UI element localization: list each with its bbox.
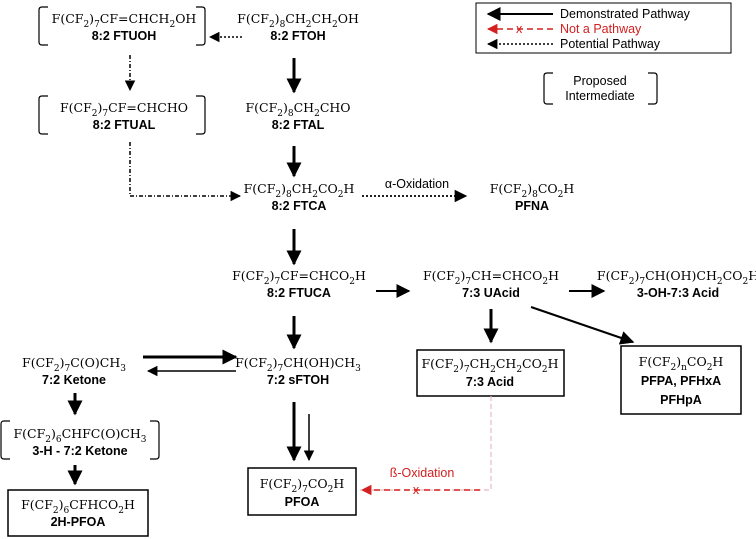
compound-ketone: F(CF2)7C(O)CH3 7:2 Ketone bbox=[22, 355, 126, 387]
pfca-box bbox=[620, 345, 742, 415]
arrow-ftual-to-ftca bbox=[129, 142, 242, 202]
intermediate-label: Intermediate bbox=[565, 89, 635, 103]
compound-hketone: F(CF2)6CHFC(O)CH3 3-H - 7:2 Ketone bbox=[13, 426, 146, 458]
hpfoa-box bbox=[7, 489, 149, 537]
compound-ftal: F(CF2)8CH2CHO 8:2 FTAL bbox=[245, 100, 350, 132]
compound-ftoh: F(CF2)8CH2CH2OH 8:2 FTOH bbox=[237, 11, 359, 43]
compound-ftuoh: F(CF2)7CF=CHCH2OH 8:2 FTUOH bbox=[52, 11, 197, 43]
ftuca-label: 8:2 FTUCA bbox=[267, 286, 331, 300]
legend-not-pathway-x: x bbox=[516, 22, 523, 36]
alpha-oxidation-label: α-Oxidation bbox=[385, 177, 449, 191]
pfna-label: PFNA bbox=[515, 199, 549, 213]
ftual-label: 8:2 FTUAL bbox=[93, 118, 156, 132]
compound-pfca: F(CF2)nCO2H PFPA, PFHxA PFHpA bbox=[639, 354, 724, 407]
ketone-formula: F(CF2)7C(O)CH3 bbox=[22, 355, 126, 374]
sftoh-label: 7:2 sFTOH bbox=[267, 373, 329, 387]
ftal-label: 8:2 FTAL bbox=[272, 118, 325, 132]
legend-demonstrated-label: Demonstrated Pathway bbox=[560, 7, 691, 21]
compound-ftuca: F(CF2)7CF=CHCO2H 8:2 FTUCA bbox=[232, 268, 366, 300]
arrow-uacid-to-pfca bbox=[530, 306, 635, 345]
legend: Demonstrated Pathway x Not a Pathway Pot… bbox=[475, 2, 732, 54]
pfoa-formula: F(CF2)7CO2H bbox=[260, 476, 345, 495]
legend-box bbox=[475, 2, 732, 54]
proposed-intermediate-legend: Proposed Intermediate bbox=[543, 72, 658, 105]
compound-ftca: F(CF2)8CH2CO2H 8:2 FTCA bbox=[244, 181, 355, 213]
ohacid-formula: F(CF2)7CH(OH)CH2CO2H bbox=[597, 268, 756, 287]
hpfoa-formula: F(CF2)6CFHCO2H bbox=[21, 497, 135, 516]
ftuoh-label: 8:2 FTUOH bbox=[92, 29, 157, 43]
ftal-formula: F(CF2)8CH2CHO bbox=[245, 100, 350, 119]
sftoh-formula: F(CF2)7CH(OH)CH3 bbox=[235, 355, 361, 374]
ftca-formula: F(CF2)8CH2CO2H bbox=[244, 181, 355, 200]
legend-potential-label: Potential Pathway bbox=[560, 37, 661, 51]
compound-uacid: F(CF2)7CH=CHCO2H 7:3 UAcid bbox=[423, 268, 559, 300]
hketone-label: 3-H - 7:2 Ketone bbox=[32, 444, 127, 458]
hpfoa-label: 2H-PFOA bbox=[51, 515, 106, 529]
pfca-formula: F(CF2)nCO2H bbox=[639, 354, 724, 373]
acid73-label: 7:3 Acid bbox=[466, 375, 514, 389]
ftuca-formula: F(CF2)7CF=CHCO2H bbox=[232, 268, 366, 287]
compound-ftual: F(CF2)7CF=CHCHO 8:2 FTUAL bbox=[60, 100, 188, 132]
hketone-formula: F(CF2)6CHFC(O)CH3 bbox=[13, 426, 146, 445]
beta-oxidation-label: ß-Oxidation bbox=[390, 466, 455, 480]
legend-not-pathway-label: Not a Pathway bbox=[560, 22, 642, 36]
compound-hpfoa: F(CF2)6CFHCO2H 2H-PFOA bbox=[21, 497, 135, 529]
ftoh-formula: F(CF2)8CH2CH2OH bbox=[237, 11, 359, 30]
ftual-formula: F(CF2)7CF=CHCHO bbox=[60, 100, 188, 119]
pfca-label: PFPA, PFHxA bbox=[641, 374, 721, 388]
uacid-label: 7:3 UAcid bbox=[462, 286, 520, 300]
ftual-bracket bbox=[38, 95, 206, 135]
ftuoh-formula: F(CF2)7CF=CHCH2OH bbox=[52, 11, 197, 30]
pfoa-box bbox=[247, 467, 357, 516]
hketone-bracket bbox=[0, 420, 160, 460]
compound-pfoa: F(CF2)7CO2H PFOA bbox=[260, 476, 345, 509]
beta-oxidation-x: x bbox=[413, 483, 420, 497]
ftoh-label: 8:2 FTOH bbox=[270, 29, 325, 43]
bracket-left bbox=[543, 72, 553, 105]
ftuoh-bracket bbox=[38, 6, 206, 46]
compound-pfna: F(CF2)8CO2H PFNA bbox=[490, 181, 575, 213]
ftca-label: 8:2 FTCA bbox=[272, 199, 327, 213]
compound-sftoh: F(CF2)7CH(OH)CH3 7:2 sFTOH bbox=[235, 355, 361, 387]
ohacid-label: 3-OH-7:3 Acid bbox=[637, 286, 719, 300]
acid73-formula: F(CF2)7CH2CH2CO2H bbox=[421, 356, 558, 375]
pfca-label-2: PFHpA bbox=[660, 393, 702, 407]
bracket-right bbox=[648, 72, 658, 105]
proposed-label: Proposed bbox=[573, 74, 627, 88]
pfna-formula: F(CF2)8CO2H bbox=[490, 181, 575, 200]
ketone-label: 7:2 Ketone bbox=[42, 373, 106, 387]
compound-acid73: F(CF2)7CH2CH2CO2H 7:3 Acid bbox=[421, 356, 558, 389]
pfoa-label: PFOA bbox=[285, 495, 320, 509]
uacid-formula: F(CF2)7CH=CHCO2H bbox=[423, 268, 559, 287]
compound-ohacid: F(CF2)7CH(OH)CH2CO2H 3-OH-7:3 Acid bbox=[597, 268, 756, 300]
